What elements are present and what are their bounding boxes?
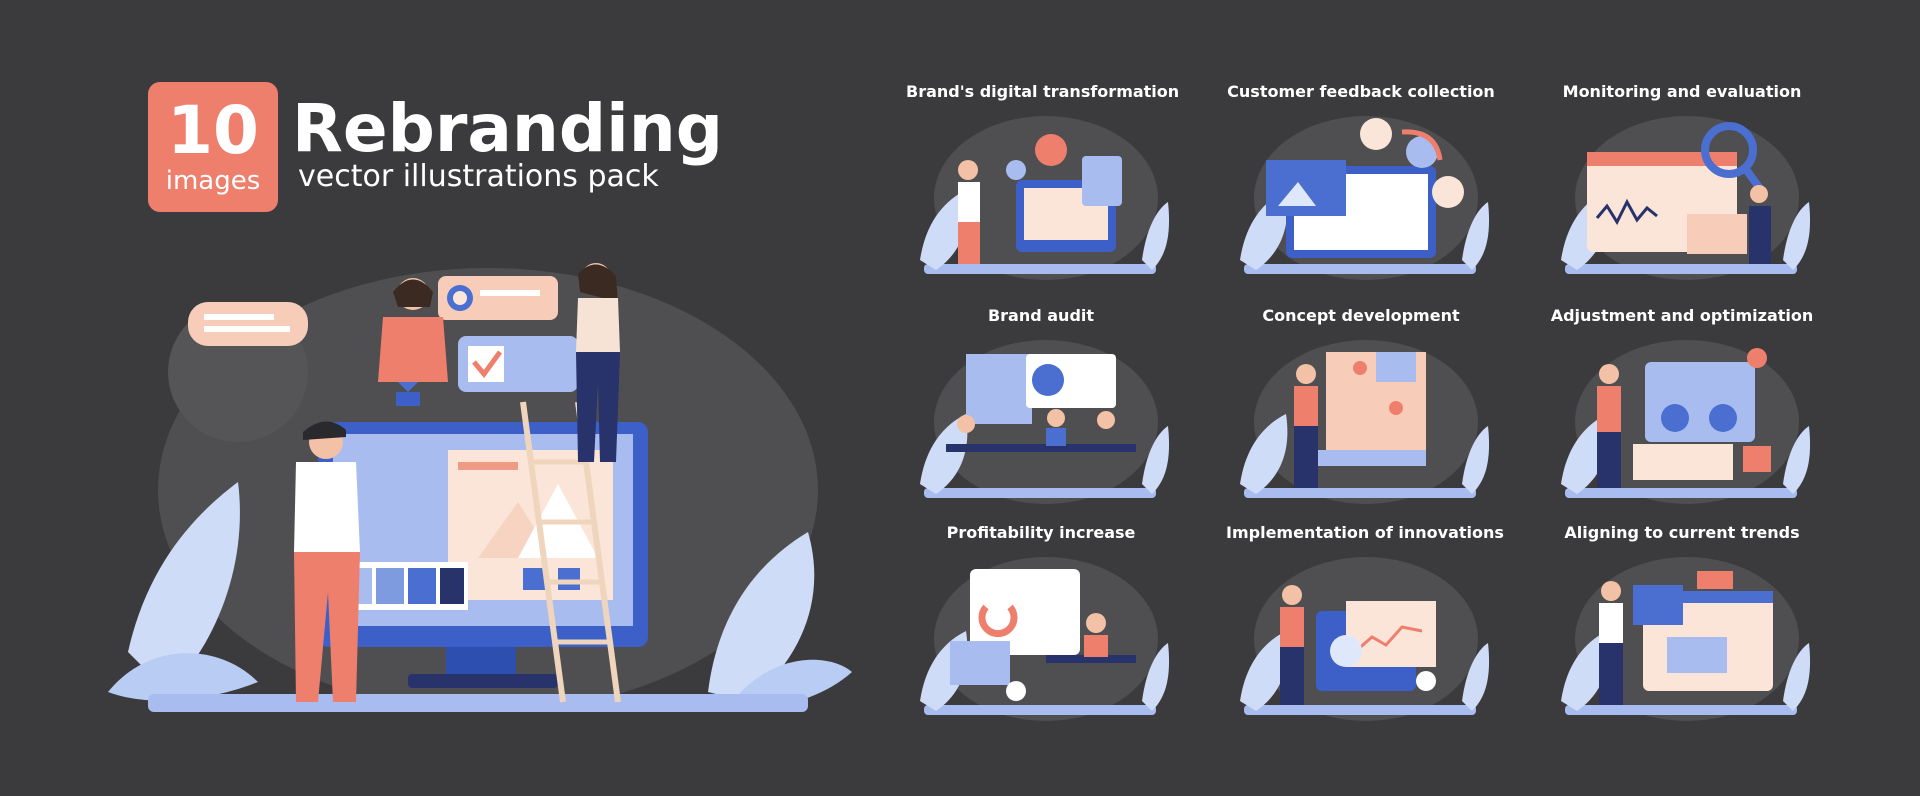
- scene-customer-feedback: Customer feedback collection: [1226, 82, 1496, 282]
- scene-brand-audit: Brand audit: [906, 306, 1176, 506]
- scene-illustration: [1561, 116, 1811, 280]
- page-title: Rebranding: [292, 90, 723, 167]
- scene-label: Customer feedback collection: [1227, 82, 1495, 101]
- scene-illustration: [920, 557, 1170, 721]
- scene-label: Concept development: [1262, 306, 1460, 325]
- scene-monitoring-evaluation: Monitoring and evaluation: [1547, 82, 1817, 282]
- scene-label: Adjustment and optimization: [1550, 306, 1814, 325]
- badge-word: images: [165, 166, 261, 196]
- scene-digital-transformation: Brand's digital transformation: [906, 82, 1180, 282]
- scene-illustration: [1561, 557, 1811, 721]
- scene-adjustment-optimization: Adjustment and optimization: [1547, 306, 1817, 506]
- scene-concept-development: Concept development: [1226, 306, 1496, 506]
- scene-label: Monitoring and evaluation: [1562, 82, 1802, 101]
- count-badge: 10 images: [148, 82, 278, 212]
- page-subtitle: vector illustrations pack: [298, 159, 659, 194]
- scene-implementation-innovations: Implementation of innovations: [1226, 523, 1504, 723]
- scene-illustration: [1561, 340, 1811, 504]
- scene-profitability-increase: Profitability increase: [906, 523, 1176, 723]
- scene-illustration: [920, 116, 1170, 280]
- scene-illustration: [1240, 340, 1490, 504]
- hero-illustration: [108, 263, 852, 712]
- scene-illustration: [920, 340, 1170, 504]
- scene-label: Brand audit: [987, 306, 1095, 325]
- scene-label: Profitability increase: [946, 523, 1136, 542]
- scene-label: Brand's digital transformation: [906, 82, 1180, 101]
- scene-aligning-trends: Aligning to current trends: [1547, 523, 1817, 723]
- scene-illustration: [1240, 116, 1490, 280]
- badge-number: 10: [167, 92, 259, 169]
- scene-illustration: [1240, 557, 1490, 721]
- scene-label: Implementation of innovations: [1226, 523, 1504, 542]
- scene-label: Aligning to current trends: [1564, 523, 1800, 542]
